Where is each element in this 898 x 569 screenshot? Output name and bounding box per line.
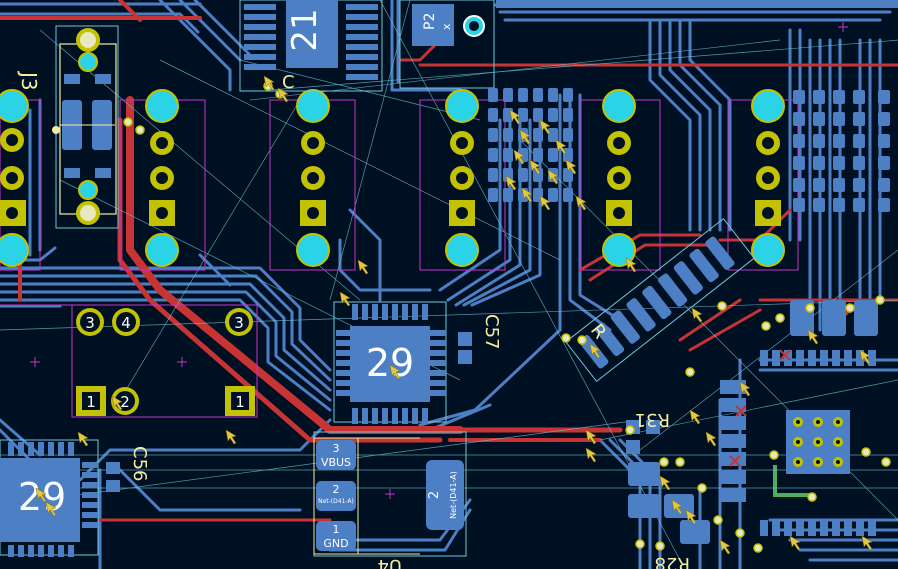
pad-num-3b: 3 [234,314,244,332]
ref-r31-label: R31 [635,409,670,430]
smd-cluster-top[interactable] [488,0,898,212]
p2-marker-label: x [440,23,453,30]
origin-markers [30,22,848,499]
pin-vbus-num: 3 [333,442,340,455]
pin-vbus-name: VBUS [321,456,351,469]
ref-u4-label: U4 [377,555,402,569]
four-pin-footprint[interactable] [76,308,255,416]
ic-u21-number: 21 [285,8,325,51]
ref-r28-label: R28 [655,553,690,569]
pad-num-1b: 1 [235,393,245,411]
pad-num-3a: 3 [85,314,95,332]
big-pad-net: Net-(D41-A) [449,471,458,519]
bga-pad-grid[interactable] [786,410,850,474]
pad-num-4: 4 [121,314,131,332]
pin-mid-num: 2 [333,483,340,496]
big-pad-num: 2 [427,491,442,499]
ref-c56-label: C56 [129,446,150,481]
pin-gnd-num: 1 [333,523,340,536]
drc-markers[interactable] [729,349,791,467]
pad-num-1a: 1 [86,393,96,411]
pad-num-2: 2 [120,393,130,411]
ic-u29-left[interactable] [0,439,120,557]
tht-connector-row[interactable] [0,89,785,267]
ref-c57-label: C57 [481,314,502,349]
ref-j3-label: J3 [17,70,41,91]
pin-gnd-name: GND [323,537,348,550]
ic-u29-center-number: 29 [366,341,414,385]
ref-c-top-label: C [282,72,295,93]
ic-u29-center[interactable] [333,301,472,424]
pin-mid-name: Net-(D41-A) [318,498,354,505]
unrouted-arrow-markers [35,75,873,555]
test-point-p2[interactable] [399,0,495,89]
vias[interactable] [123,81,891,553]
inner-copper-trace[interactable] [773,465,815,497]
ic-u21[interactable] [239,0,383,92]
ic-u4-regulator[interactable] [313,431,467,557]
connector-j3[interactable] [52,25,144,229]
ref-p2-label: P2 [422,13,438,30]
